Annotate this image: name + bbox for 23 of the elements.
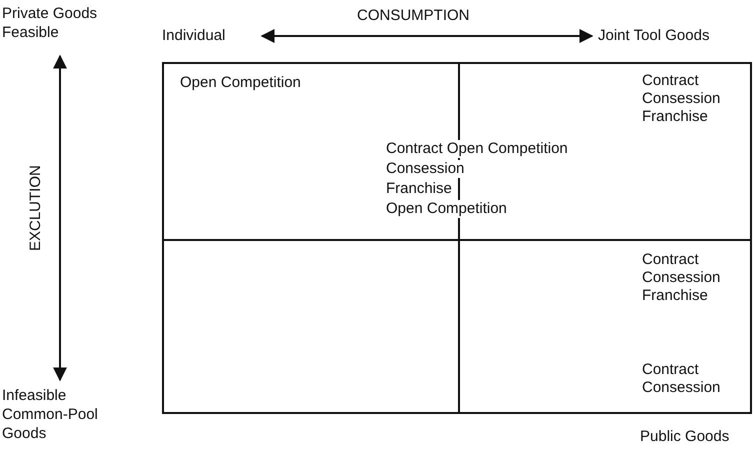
quadrant-text: Open Competition: [180, 74, 301, 92]
axis-title: CONSUMPTION: [357, 7, 470, 25]
quadrant-text: Consession: [642, 379, 720, 397]
axis-end-label: Infeasible Common-Pool Goods: [2, 386, 118, 446]
quadrant-text: Contract: [642, 72, 699, 90]
cell-text: Contract Open Competition: [384, 140, 570, 158]
axis-end-label: Public Goods: [640, 428, 730, 446]
quadrant-text: Contract: [642, 251, 699, 269]
quadrant-text: Consession: [642, 90, 720, 108]
axis-end-label: Joint Tool Goods: [598, 26, 754, 46]
double-headed-arrow: [260, 29, 594, 43]
axis-title: EXCLUTION: [27, 165, 45, 251]
matrix-quadrant: [458, 239, 752, 414]
cell-text: Open Competition: [384, 200, 509, 218]
double-headed-arrow: [53, 54, 67, 382]
empty-quadrant: [162, 239, 460, 414]
cell-text: Consession: [384, 160, 466, 178]
quadrant-text: Franchise: [642, 287, 708, 305]
axis-end-label: Private Goods Feasible: [2, 4, 118, 44]
axis-end-label: Individual: [162, 26, 244, 46]
quadrant-text: Contract: [642, 361, 699, 379]
quadrant-text: Consession: [642, 269, 720, 287]
quadrant-text: Franchise: [642, 108, 708, 126]
